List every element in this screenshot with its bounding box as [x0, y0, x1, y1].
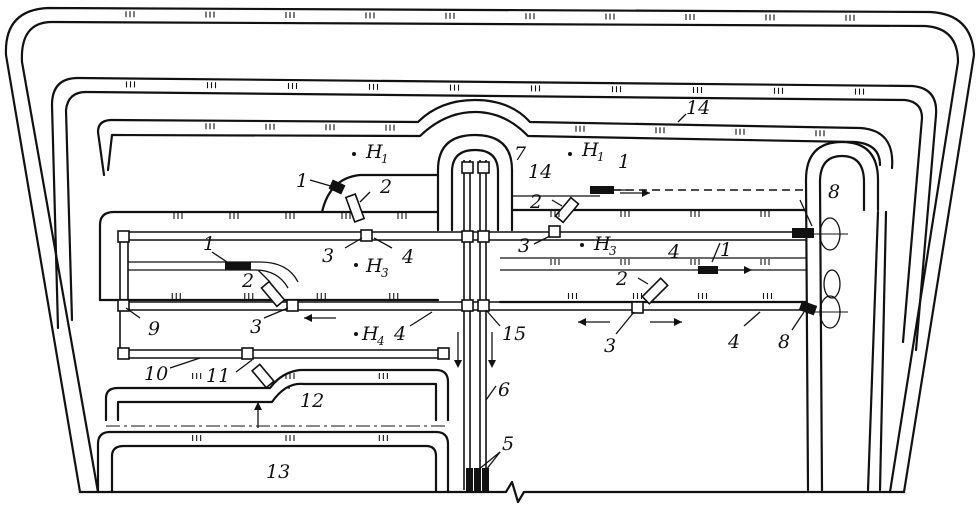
- label-10: 10: [144, 363, 168, 385]
- label-2-b: 2: [241, 270, 254, 292]
- second-contour: [50, 76, 938, 352]
- pillar-13-inner: [110, 444, 438, 494]
- label-4-a: 4: [401, 246, 414, 268]
- right-u-drift-inner: [818, 154, 866, 492]
- rotors-8: [812, 217, 848, 329]
- marker-h3-a-sub: 3: [381, 266, 389, 280]
- label-3-c: 3: [518, 235, 530, 257]
- pillar-13: [96, 430, 450, 494]
- nodes-3: [117, 161, 644, 360]
- second-contour-inner: [64, 90, 924, 344]
- label-8-b: 8: [778, 331, 790, 353]
- marker-h1-a-sub: 1: [381, 152, 389, 166]
- right-end-drift: [866, 210, 880, 492]
- label-3-a: 3: [322, 245, 334, 267]
- label-14-a: 14: [528, 161, 552, 183]
- right-end-drift-b: [878, 210, 888, 492]
- label-14-b: 14: [686, 97, 710, 119]
- blocks-5: [466, 468, 489, 492]
- label-2-a: 2: [379, 176, 392, 198]
- pillar-12-inner: [116, 382, 438, 422]
- outer-boundary-inner: [20, 20, 960, 494]
- label-4-c: 4: [667, 241, 680, 263]
- label-3-d: 3: [604, 335, 616, 357]
- label-1-d: 1: [720, 239, 732, 261]
- h-markers: H 1 H 1 H 3 H 3 H 4: [352, 139, 617, 348]
- marker-h1-b-sub: 1: [597, 150, 605, 164]
- label-1-b: 1: [203, 233, 215, 255]
- label-11: 11: [206, 365, 230, 387]
- bottom-baseline: [78, 480, 906, 504]
- label-9: 9: [148, 318, 160, 340]
- label-13: 13: [266, 461, 290, 483]
- marker-h3-b-sub: 3: [609, 244, 617, 258]
- label-1-a: 1: [296, 170, 308, 192]
- leader-lines: [125, 113, 813, 471]
- pillar-12: [104, 368, 450, 422]
- third-contour-inner: [106, 110, 882, 172]
- marker-h3-a: H: [365, 255, 383, 277]
- central-drift-inner: [450, 148, 500, 232]
- rail-left-vertical: [119, 236, 129, 352]
- label-2-c: 2: [529, 191, 542, 213]
- label-5: 5: [502, 433, 514, 455]
- outer-boundary: [4, 6, 976, 494]
- label-7: 7: [514, 143, 527, 165]
- third-contour: [96, 98, 894, 177]
- rail-6-vertical: [463, 160, 487, 490]
- right-u-drift: [804, 140, 880, 492]
- label-4-d: 4: [727, 331, 740, 353]
- label-4-b: 4: [393, 323, 406, 345]
- central-drift: [436, 133, 514, 232]
- marker-h1-a: H: [365, 141, 383, 163]
- label-15: 15: [502, 323, 526, 345]
- label-2-d: 2: [615, 268, 628, 290]
- label-12: 12: [300, 390, 324, 412]
- ruler-ticks: [125, 11, 865, 441]
- movement-arrows: [254, 189, 752, 428]
- marker-h4: H: [361, 323, 379, 345]
- rail-10: [124, 349, 444, 359]
- label-8-a: 8: [828, 181, 840, 203]
- label-6: 6: [498, 379, 510, 401]
- left-panel-mid-b: [128, 269, 289, 289]
- drill-heads-2: [250, 193, 669, 389]
- label-1-c: 1: [618, 151, 630, 173]
- marker-h3-b: H: [593, 233, 611, 255]
- left-panel-top: [98, 210, 440, 302]
- label-3-b: 3: [250, 316, 262, 338]
- marker-h1-b: H: [581, 139, 599, 161]
- number-labels: 1 2 3 4 1 2 3 4 9 10 11 12 13 7 14 1 2 3…: [144, 97, 840, 483]
- left-panel-mid: [128, 261, 299, 283]
- marker-h4-sub: 4: [376, 334, 385, 348]
